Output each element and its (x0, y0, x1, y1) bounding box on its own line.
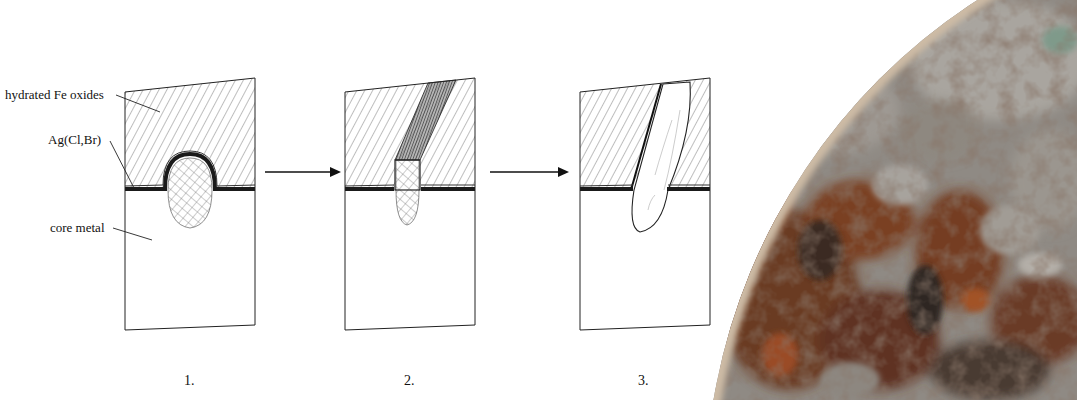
process-arrow (265, 167, 341, 177)
leader-line (110, 95, 160, 240)
stage-1-sketch (125, 78, 255, 330)
stage-3-sketch (580, 78, 710, 330)
layer-label: hydrated Fe oxides (5, 88, 104, 101)
stage-number: 1. (184, 374, 195, 388)
stage-2-sketch (345, 78, 475, 330)
stage-number: 2. (404, 374, 415, 388)
process-arrow (490, 167, 569, 177)
layer-label: Ag(Cl,Br) (48, 133, 101, 146)
layer-label: core metal (50, 221, 105, 234)
corrosion-photo (700, 0, 1077, 400)
stage-number: 3. (638, 374, 649, 388)
